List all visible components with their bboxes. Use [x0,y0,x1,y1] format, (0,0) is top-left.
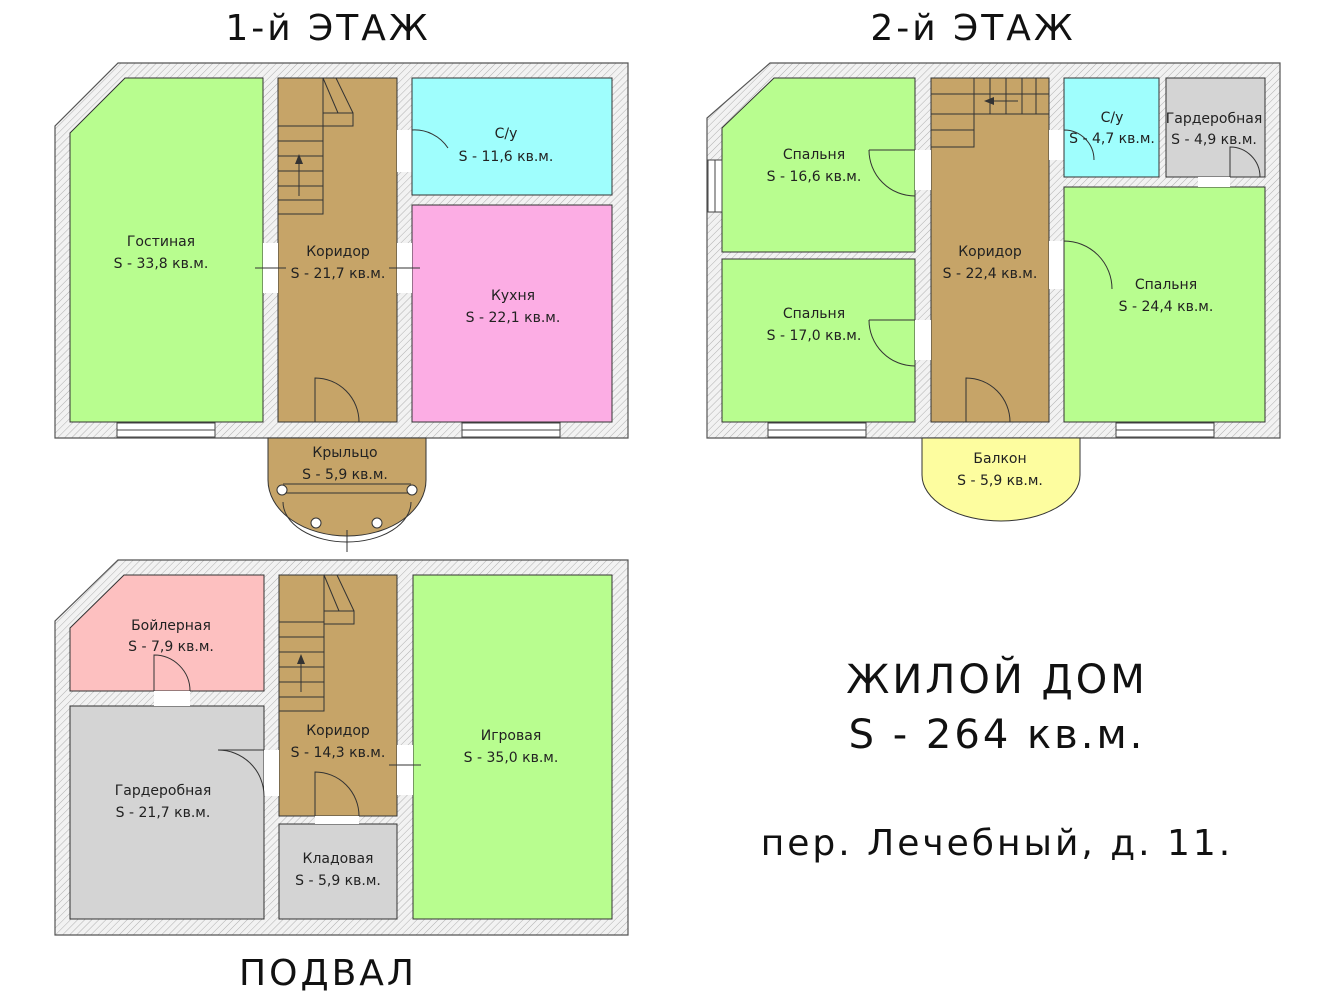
playroom-area: S - 35,0 кв.м. [464,750,559,766]
room-wardrobe-basement [69,705,265,920]
room-balcony [921,437,1081,522]
corridor1-area: S - 21,7 кв.м. [291,266,386,282]
living-area: S - 33,8 кв.м. [114,256,209,272]
floor2-plan [706,62,1281,522]
corridor2-name: Коридор [958,244,1022,260]
room-bedroom3 [1063,186,1266,423]
bedroom2-area: S - 17,0 кв.м. [767,328,862,344]
floor1-title: 1-й ЭТАЖ [225,8,430,49]
room-kitchen [411,204,613,423]
room-playroom [412,574,613,920]
bedroom1-name: Спальня [783,147,845,163]
balcony-name: Балкон [973,451,1026,467]
room-corridor-basement [278,574,398,817]
corridor-basement-area: S - 14,3 кв.м. [291,745,386,761]
room-corridor-2 [930,77,1050,423]
balcony-area: S - 5,9 кв.м. [957,473,1043,489]
kitchen-name: Кухня [491,288,535,304]
floor1-plan [54,62,629,552]
boiler-name: Бойлерная [131,618,211,634]
room-bath-1 [411,77,613,196]
stair-2 [930,77,1050,148]
room-bath-2 [1063,77,1160,178]
room-bedroom1 [721,77,916,253]
corridor2-area: S - 22,4 кв.м. [943,266,1038,282]
wardrobe2-name: Гардеробная [1166,111,1263,127]
basement-plan [54,559,629,936]
boiler-area: S - 7,9 кв.м. [128,639,214,655]
corridor-basement-name: Коридор [306,723,370,739]
bath1-name: С/у [495,126,518,142]
bedroom2-name: Спальня [783,306,845,322]
bedroom3-name: Спальня [1135,277,1197,293]
kitchen-area: S - 22,1 кв.м. [466,310,561,326]
total-area: S - 264 кв.м. [849,712,1146,758]
wardrobe2-area: S - 4,9 кв.м. [1171,132,1257,148]
address: пер. Лечебный, д. 11. [761,823,1234,864]
room-bedroom2 [721,258,916,423]
corridor1-name: Коридор [306,244,370,260]
bath2-area: S - 4,7 кв.м. [1069,131,1155,147]
porch-name: Крыльцо [312,445,377,461]
bath2-name: С/у [1101,110,1124,126]
house-title: ЖИЛОЙ ДОМ [846,655,1147,703]
bedroom3-area: S - 24,4 кв.м. [1119,299,1214,315]
porch-area: S - 5,9 кв.м. [302,467,388,483]
bedroom1-area: S - 16,6 кв.м. [767,169,862,185]
room-porch [267,437,427,537]
wardrobe-basement-area: S - 21,7 кв.м. [116,805,211,821]
room-wardrobe-2 [1165,77,1266,178]
wardrobe-basement-name: Гардеробная [115,783,212,799]
storage-name: Кладовая [303,851,374,867]
playroom-name: Игровая [481,728,542,744]
storage-area: S - 5,9 кв.м. [295,873,381,889]
floor2-title: 2-й ЭТАЖ [870,8,1075,49]
room-living [69,77,264,423]
stair-1 [277,77,354,215]
bath1-area: S - 11,6 кв.м. [459,149,554,165]
room-storage [278,823,398,920]
living-name: Гостиная [127,234,195,250]
basement-title: ПОДВАЛ [239,953,417,994]
stair-basement [278,574,355,712]
room-corridor-1 [277,77,398,423]
